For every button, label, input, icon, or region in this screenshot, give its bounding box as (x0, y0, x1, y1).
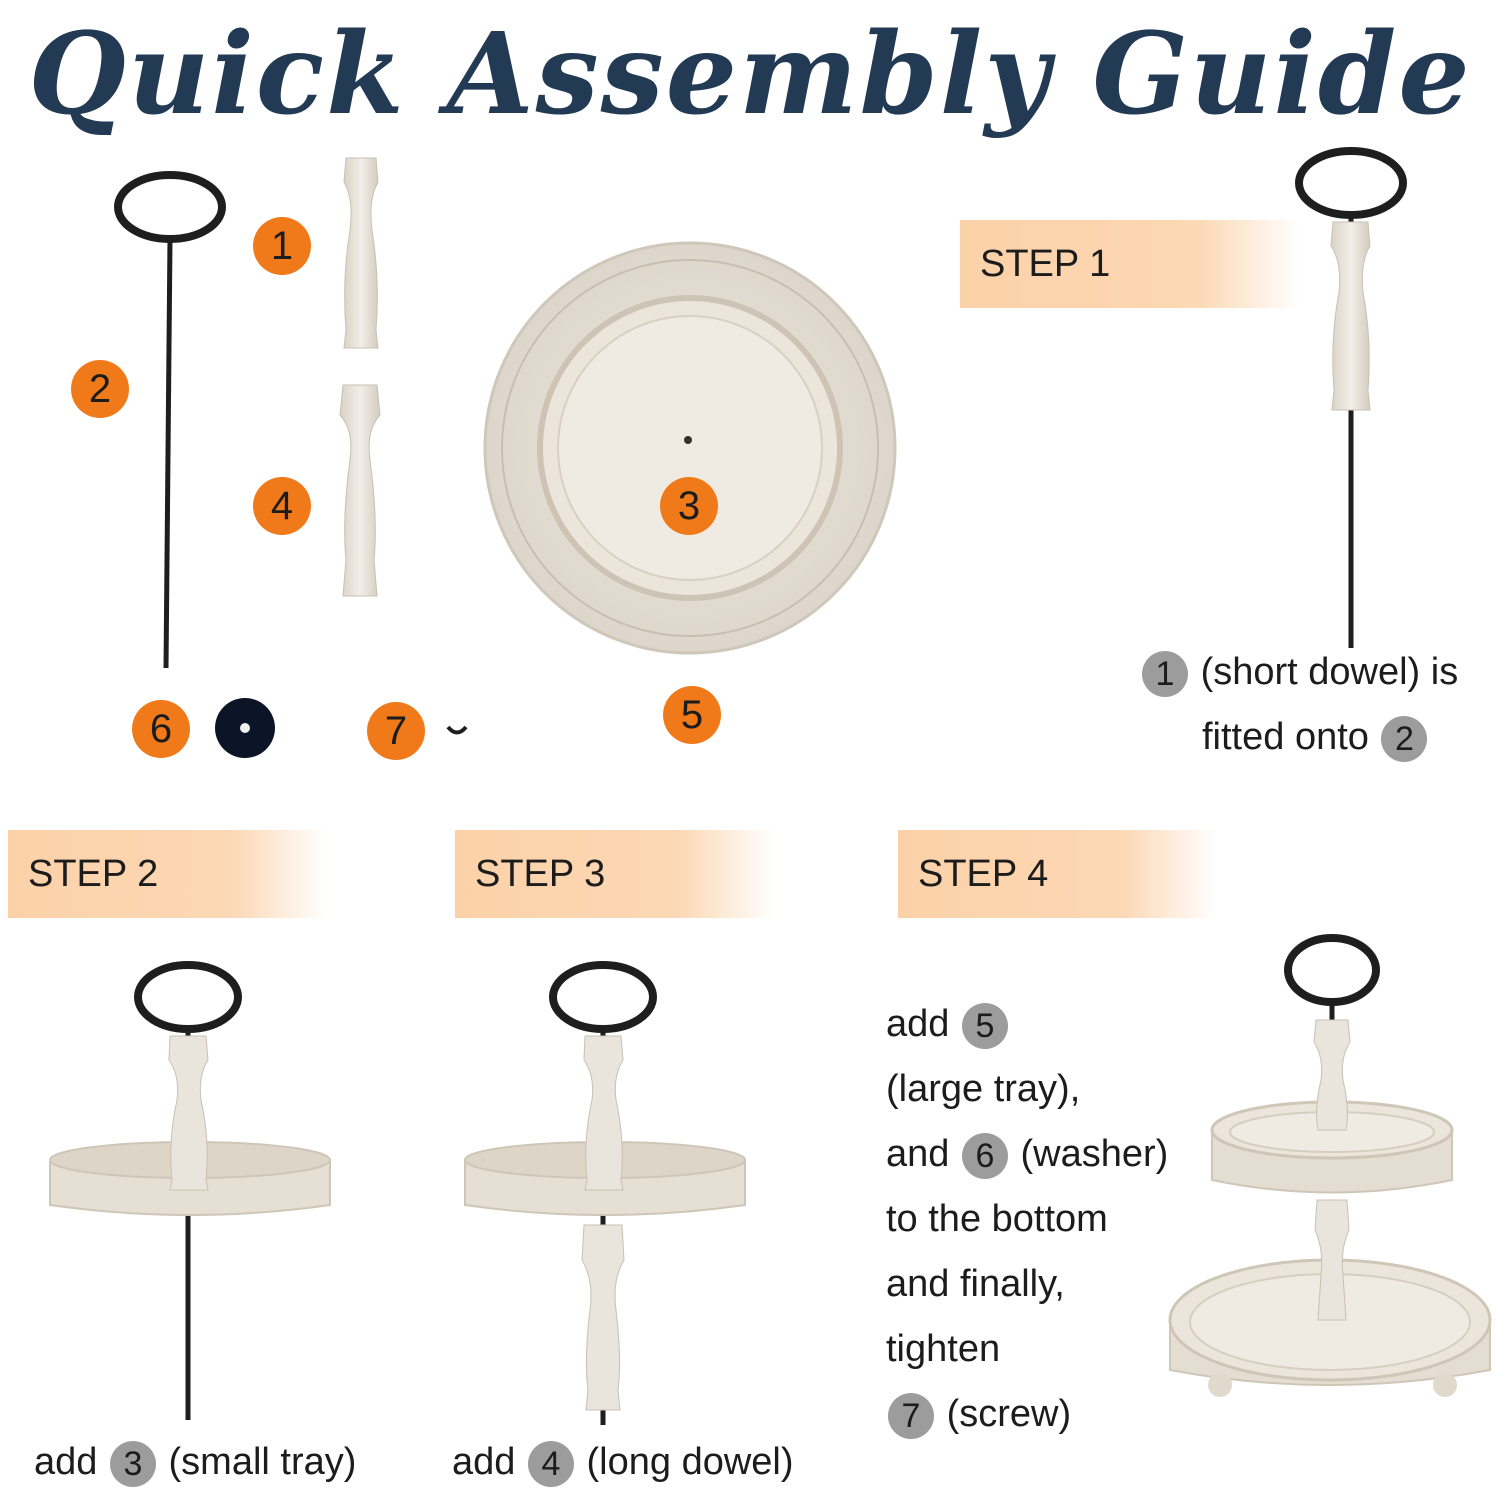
part-badge-5: 5 (663, 686, 721, 744)
short-dowel-part-1 (343, 157, 379, 349)
step-1-caption: 1 (short dowel) is fitted onto 2 (1140, 640, 1500, 770)
step-4-line-4: to the bottom (886, 1198, 1108, 1240)
part-badge-7: 7 (367, 702, 425, 760)
step-1-assembly (1295, 147, 1407, 648)
step-3-caption: add 4 (long dowel) (452, 1430, 872, 1495)
step-3-prefix: add (452, 1441, 516, 1483)
part-badge-1: 1 (253, 217, 311, 275)
screw-part-7 (446, 725, 468, 735)
part-badge-2: 2 (71, 360, 129, 418)
part-ref-badge: 3 (109, 1440, 156, 1487)
step-4-line-7: 7 (screw) (886, 1382, 1216, 1447)
trays-part-3-5 (483, 241, 897, 655)
step-4-line-5: and finally, (886, 1263, 1065, 1305)
part-badge-3: 3 (660, 477, 718, 535)
parts-illustration (114, 147, 1407, 758)
part-ref-badge: 5 (961, 1002, 1008, 1049)
part-ref-badge: 4 (527, 1440, 574, 1487)
step-3-text: (long dowel) (586, 1441, 794, 1483)
step-1-line-1: 1 (short dowel) is (1140, 640, 1500, 705)
step-1-line-2: fitted onto 2 (1140, 705, 1500, 770)
step-4-banner: STEP 4 (898, 830, 1218, 918)
step-4-line-1: add 5 (886, 992, 1216, 1057)
page-title: Quick Assembly Guide (28, 9, 1472, 140)
step-4-text-3: and (886, 1133, 950, 1175)
step-1-text-2: fitted onto (1202, 716, 1369, 758)
step-2-assembly (49, 961, 331, 1420)
metal-rod-part-2 (114, 171, 226, 669)
step-4-caption: add 5 (large tray), and 6 (washer) to th… (886, 992, 1216, 1447)
step-4-line-2: (large tray), (886, 1068, 1081, 1110)
step-4-text-1: add (886, 1003, 950, 1045)
step-2-prefix: add (34, 1441, 98, 1483)
step-4-text-7: (screw) (946, 1393, 1072, 1435)
part-badge-4: 4 (253, 477, 311, 535)
long-dowel-part-4 (339, 384, 381, 597)
step-4-line-3: and 6 (washer) (886, 1122, 1216, 1187)
part-ref-badge: 7 (888, 1392, 934, 1439)
part-ref-badge: 6 (961, 1132, 1008, 1179)
step-2-caption: add 3 (small tray) (34, 1430, 434, 1495)
part-ref-badge: 1 (1142, 650, 1188, 697)
step-4-text-3b: (washer) (1020, 1133, 1169, 1175)
step-3-banner: STEP 3 (455, 830, 775, 918)
step-2-banner: STEP 2 (8, 830, 328, 918)
step-1-banner: STEP 1 (960, 220, 1300, 308)
step-3-assembly (464, 961, 746, 1425)
step-1-text-1: (short dowel) is (1200, 651, 1459, 693)
step-4-assembly (1168, 934, 1492, 1397)
washer-part-6 (215, 698, 275, 758)
step-2-text: (small tray) (168, 1441, 357, 1483)
part-ref-badge: 2 (1381, 715, 1428, 762)
part-badge-6: 6 (132, 700, 190, 758)
step-4-line-6: tighten (886, 1328, 1001, 1370)
